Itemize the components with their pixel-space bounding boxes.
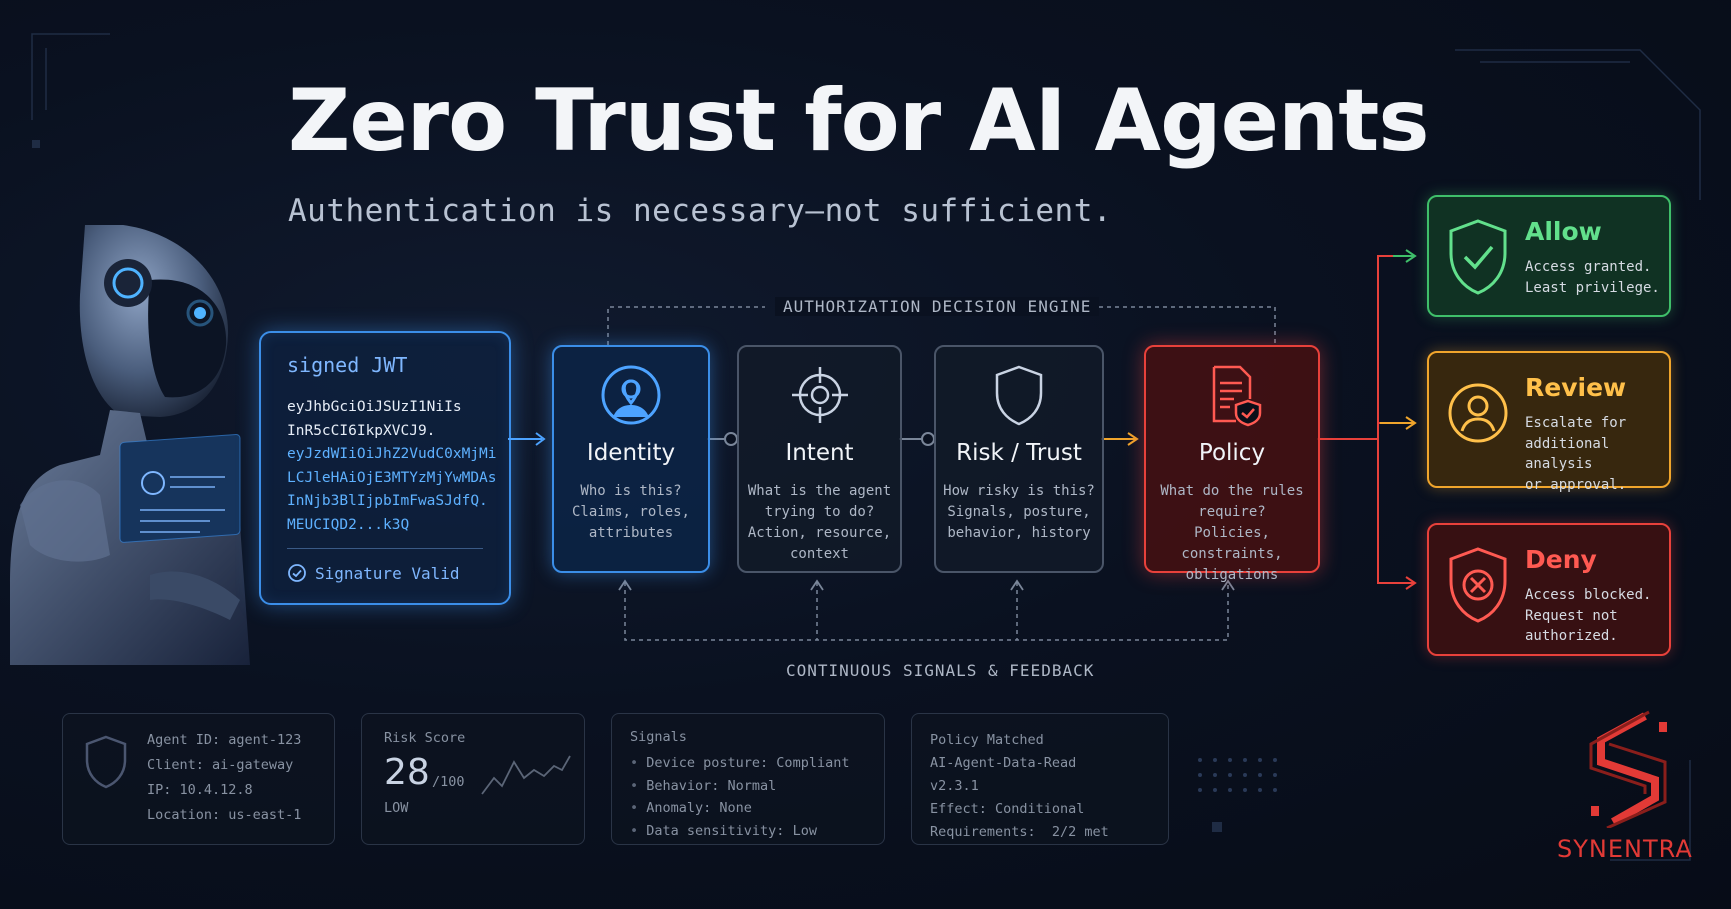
info-line: Location: us-east-1 <box>147 807 302 823</box>
jwt-line: eyJhbGciOiJSUzI1NiIs <box>287 399 462 415</box>
jwt-line: eyJzdWIiOiJhZ2VudC0xMjMi <box>287 446 497 462</box>
desc-line: Signals, posture, <box>947 504 1091 520</box>
user-circle-icon <box>1448 383 1508 443</box>
list-item: Anomaly: None <box>630 797 849 820</box>
feedback-label: CONTINUOUS SIGNALS & FEEDBACK <box>786 661 1095 680</box>
stage-name: Policy <box>1198 440 1266 466</box>
risk-level: LOW <box>384 800 409 816</box>
jwt-line: InNjb3BlIjpbImFwaSJdfQ. <box>287 493 488 509</box>
signature-status-label: Signature Valid <box>315 563 460 583</box>
stage-risk-trust: Risk / Trust How risky is this? Signals,… <box>934 345 1104 573</box>
desc-line: Policies, constraints, <box>1181 525 1283 562</box>
shield-x-icon <box>1449 547 1507 623</box>
jwt-token-text: eyJhbGciOiJSUzI1NiIs InR5cCI6IkpXVCJ9. e… <box>287 396 497 537</box>
jwt-line: MEUCIQD2...k3Q <box>287 516 410 533</box>
info-line: Client: ai-gateway <box>147 757 294 773</box>
stage-policy: Policy What do the rules require? Polici… <box>1144 345 1320 583</box>
list-item: Behavior: Normal <box>630 775 849 798</box>
outcome-name: Review <box>1525 373 1627 402</box>
info-line: AI-Agent-Data-Read <box>930 755 1077 771</box>
risk-score-max: /100 <box>432 774 465 790</box>
desc-line: additional analysis <box>1525 435 1610 473</box>
jwt-title: signed JWT <box>287 353 408 377</box>
policy-doc-icon <box>1212 365 1262 427</box>
desc-line: or approval. <box>1525 476 1627 493</box>
info-line: Agent ID: agent-123 <box>147 732 302 748</box>
stage-description: What do the rules require? Policies, con… <box>1152 481 1312 586</box>
desc-line: What do the rules <box>1160 483 1304 499</box>
desc-line: Escalate for <box>1525 415 1627 431</box>
signed-jwt-card: signed JWT eyJhbGciOiJSUzI1NiIs InR5cCI6… <box>259 331 511 605</box>
stage-description: How risky is this? Signals, posture, beh… <box>942 481 1096 544</box>
outcome-deny: Deny Access blocked. Request not authori… <box>1427 523 1671 656</box>
info-line: Effect: Conditional <box>930 801 1085 817</box>
signals-panel: Signals Device posture: Compliant Behavi… <box>611 713 885 845</box>
risk-score-label: Risk Score <box>384 730 466 746</box>
check-circle-icon <box>288 564 306 582</box>
desc-line: What is the agent <box>747 483 892 499</box>
desc-line: trying to do? <box>764 504 875 520</box>
desc-line: Least privilege. <box>1525 279 1660 296</box>
desc-line: Request not <box>1525 607 1618 624</box>
outcome-name: Allow <box>1525 217 1602 246</box>
agent-info-panel: Agent ID: agent-123 Client: ai-gateway I… <box>62 713 335 845</box>
page-title: Zero Trust for AI Agents <box>288 71 1430 171</box>
desc-line: Access granted. <box>1525 259 1652 275</box>
desc-line: context <box>789 546 849 562</box>
outcome-description: Access granted. Least privilege. <box>1525 257 1660 298</box>
risk-score-value: 28 <box>384 752 430 793</box>
outcome-description: Escalate for additional analysis or appr… <box>1525 413 1669 495</box>
desc-line: Who is this? <box>580 483 682 499</box>
info-line: v2.3.1 <box>930 778 979 794</box>
policy-lines: Policy Matched AI-Agent-Data-Read v2.3.1… <box>930 729 1109 844</box>
signature-status: Signature Valid <box>287 563 460 583</box>
user-pin-icon <box>601 365 661 425</box>
synentra-logo-icon <box>1589 710 1667 828</box>
signals-label: Signals <box>630 729 687 745</box>
stage-description: What is the agent trying to do? Action, … <box>745 481 894 565</box>
shield-icon <box>995 365 1043 426</box>
desc-line: obligations <box>1185 567 1279 583</box>
shield-check-icon <box>1449 219 1507 295</box>
signals-list: Device posture: Compliant Behavior: Norm… <box>630 752 849 842</box>
robot-agent-illustration <box>10 225 250 665</box>
list-item: Device posture: Compliant <box>630 752 849 775</box>
desc-line: attributes <box>588 525 674 541</box>
engine-label: AUTHORIZATION DECISION ENGINE <box>775 297 1100 316</box>
brand-name: SYNENTRA <box>1557 835 1693 863</box>
shield-icon <box>85 735 127 789</box>
stage-name: Intent <box>785 440 854 466</box>
stage-name: Risk / Trust <box>956 440 1082 466</box>
desc-line: Access blocked. <box>1525 587 1652 603</box>
desc-line: behavior, history <box>947 525 1091 541</box>
stage-name: Identity <box>586 440 676 466</box>
target-icon <box>791 367 848 423</box>
agent-info-lines: Agent ID: agent-123 Client: ai-gateway I… <box>147 728 301 828</box>
outcome-allow: Allow Access granted. Least privilege. <box>1427 195 1671 317</box>
info-line: Requirements: 2/2 met <box>930 824 1109 840</box>
stage-description: Who is this? Claims, roles, attributes <box>560 481 702 544</box>
desc-line: Action, resource, <box>747 525 892 541</box>
jwt-line: InR5cCI6IkpXVCJ9. <box>287 422 436 439</box>
outcome-description: Access blocked. Request not authorized. <box>1525 585 1651 647</box>
policy-matched-panel: Policy Matched AI-Agent-Data-Read v2.3.1… <box>911 713 1169 845</box>
info-line: Policy Matched <box>930 732 1044 748</box>
outcome-review: Review Escalate for additional analysis … <box>1427 351 1671 493</box>
stage-identity: Identity Who is this? Claims, roles, att… <box>552 345 710 573</box>
desc-line: require? <box>1198 504 1266 520</box>
divider <box>287 548 483 549</box>
sparkline-icon <box>481 755 571 795</box>
desc-line: authorized. <box>1525 628 1618 644</box>
list-item: Data sensitivity: Low <box>630 820 849 843</box>
risk-score-panel: Risk Score 28 /100 LOW <box>361 713 585 845</box>
stage-intent: Intent What is the agent trying to do? A… <box>737 345 902 573</box>
page-subtitle: Authentication is necessary—not sufficie… <box>288 193 1113 229</box>
outcome-name: Deny <box>1525 545 1597 574</box>
desc-line: Claims, roles, <box>571 504 690 520</box>
jwt-line: LCJleHAiOjE3MTYzMjYwMDAs <box>287 469 497 486</box>
info-line: IP: 10.4.12.8 <box>147 782 253 798</box>
desc-line: How risky is this? <box>943 483 1095 499</box>
